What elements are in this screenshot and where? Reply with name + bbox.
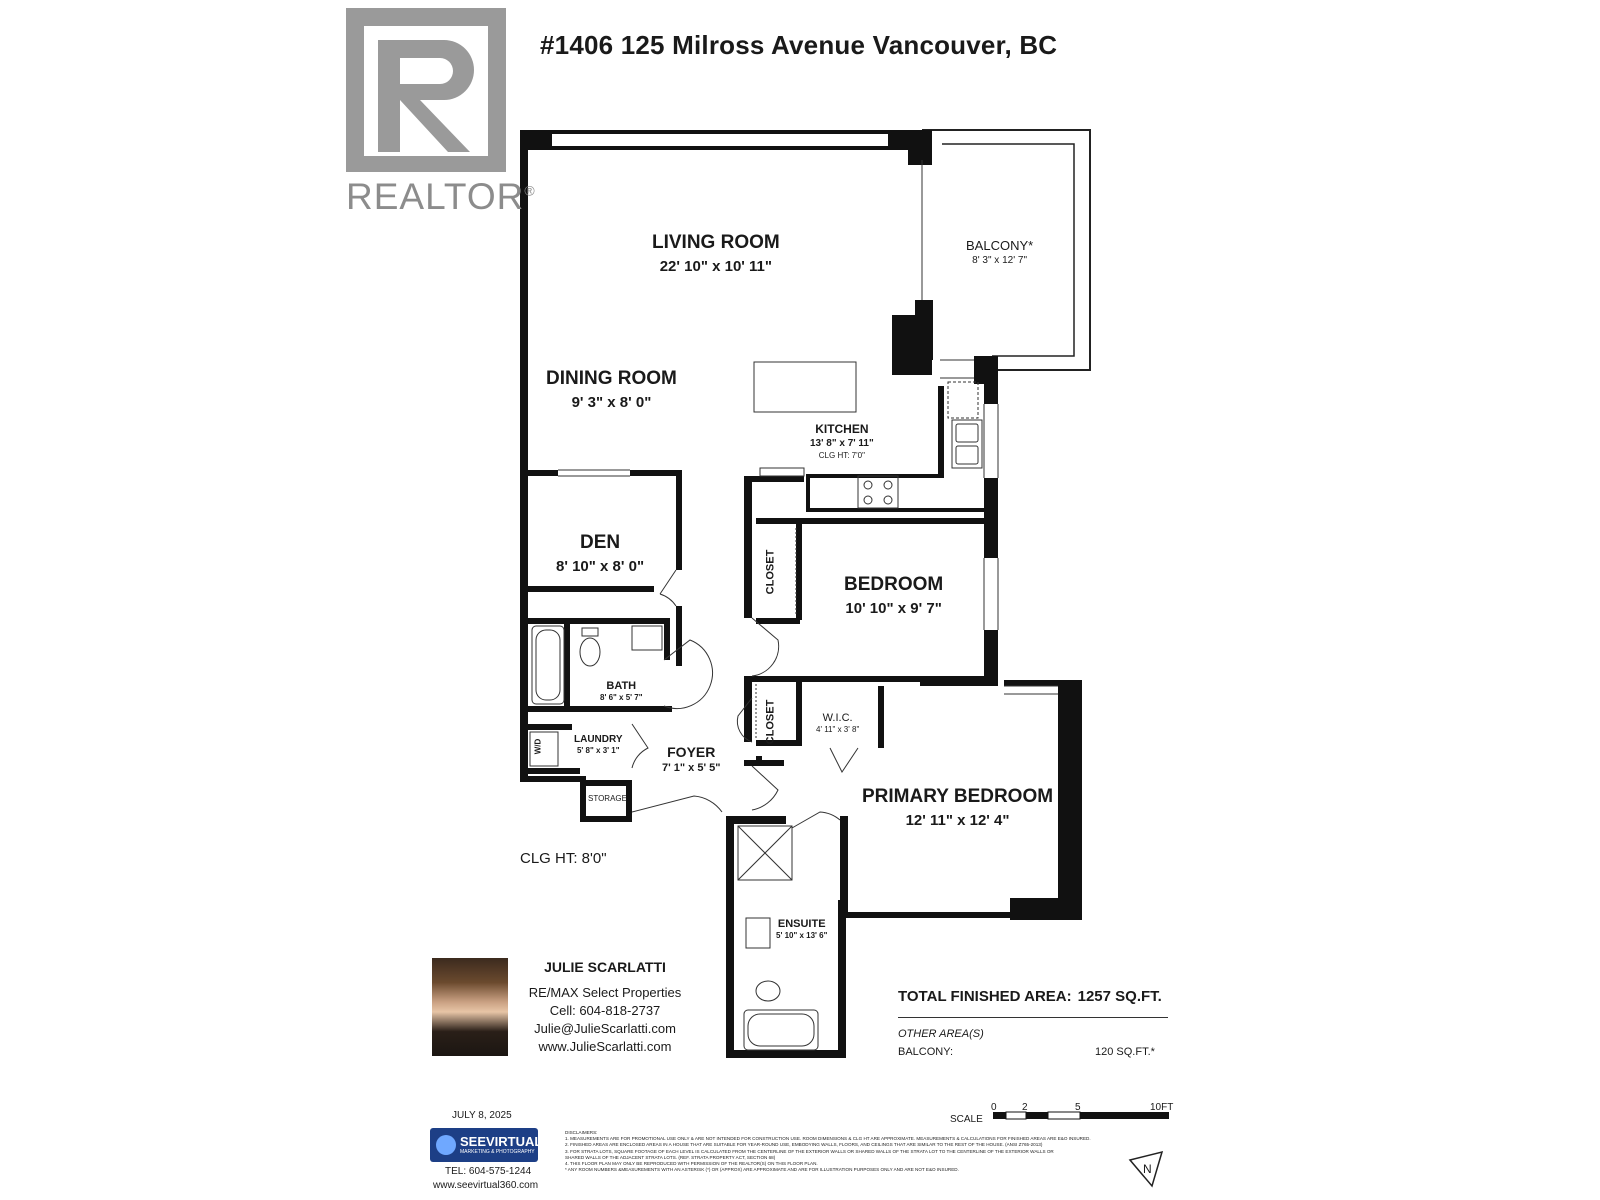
storage-label: STORAGE (588, 794, 627, 803)
agent-cell: Cell: 604-818-2737 (549, 1003, 661, 1018)
agent-website[interactable]: www.JulieScarlatti.com (538, 1039, 672, 1054)
door-swings (631, 528, 859, 829)
agent-photo (432, 958, 508, 1056)
agent-company: RE/MAX Select Properties (528, 985, 682, 1000)
total-area: TOTAL FINISHED AREA:1257 SQ.FT. (898, 988, 1162, 1005)
scale-bar (993, 1111, 1169, 1120)
balcony-area-value: 120 SQ.FT.* (1095, 1046, 1155, 1058)
seevirtual-phone: TEL: 604-575-1244 (445, 1166, 532, 1177)
compass-north-label: N (1143, 1162, 1152, 1176)
balcony-label: BALCONY*8' 3" x 12' 7" (966, 238, 1034, 266)
plan-date: JULY 8, 2025 (452, 1110, 512, 1121)
compass-icon (1128, 1150, 1164, 1188)
walk-in-closet-label: W.I.C.4' 11" x 3' 8" (816, 712, 860, 734)
agent-email[interactable]: Julie@JulieScarlatti.com (534, 1021, 676, 1036)
seevirtual-icon (436, 1135, 456, 1155)
page-title: #1406 125 Milross Avenue Vancouver, BC (540, 30, 1058, 60)
closet-label: CLOSET (764, 699, 777, 745)
washer-dryer-label: W/D (533, 738, 543, 755)
agent-info: JULIE SCARLATTI RE/MAX Select Properties… (520, 958, 690, 1056)
kitchen-fixtures (753, 361, 983, 509)
scale-tick: 5 (1075, 1102, 1081, 1113)
seevirtual-website[interactable]: www.seevirtual360.com (433, 1180, 539, 1191)
ceiling-height-note: CLG HT: 8'0" (520, 850, 607, 867)
seevirtual-logo: SEEVIRTUAL MARKETING & PHOTOGRAPHY (430, 1128, 542, 1162)
realtor-wordmark: REALTOR® (346, 176, 536, 217)
bath-fixtures (529, 625, 819, 1051)
closet-label: CLOSET (764, 549, 777, 595)
walls (520, 130, 1082, 1058)
scale-tick: 0 (991, 1102, 997, 1113)
disclaimers: DISCLAIMERS: 1. MEASUREMENTS ARE FOR PRO… (565, 1130, 1091, 1173)
agent-name: JULIE SCARLATTI (544, 959, 666, 975)
balcony-area-label: BALCONY: (898, 1046, 954, 1058)
area-divider (898, 1017, 1168, 1018)
balcony-outline (922, 129, 1091, 371)
windows (558, 160, 1058, 695)
scale-tick: 2 (1022, 1102, 1028, 1113)
scale-label: SCALE (950, 1114, 983, 1125)
scale-tick: 10FT (1150, 1102, 1174, 1113)
realtor-r-logo (346, 8, 506, 172)
other-areas-heading: OTHER AREA(S) (898, 1028, 984, 1040)
